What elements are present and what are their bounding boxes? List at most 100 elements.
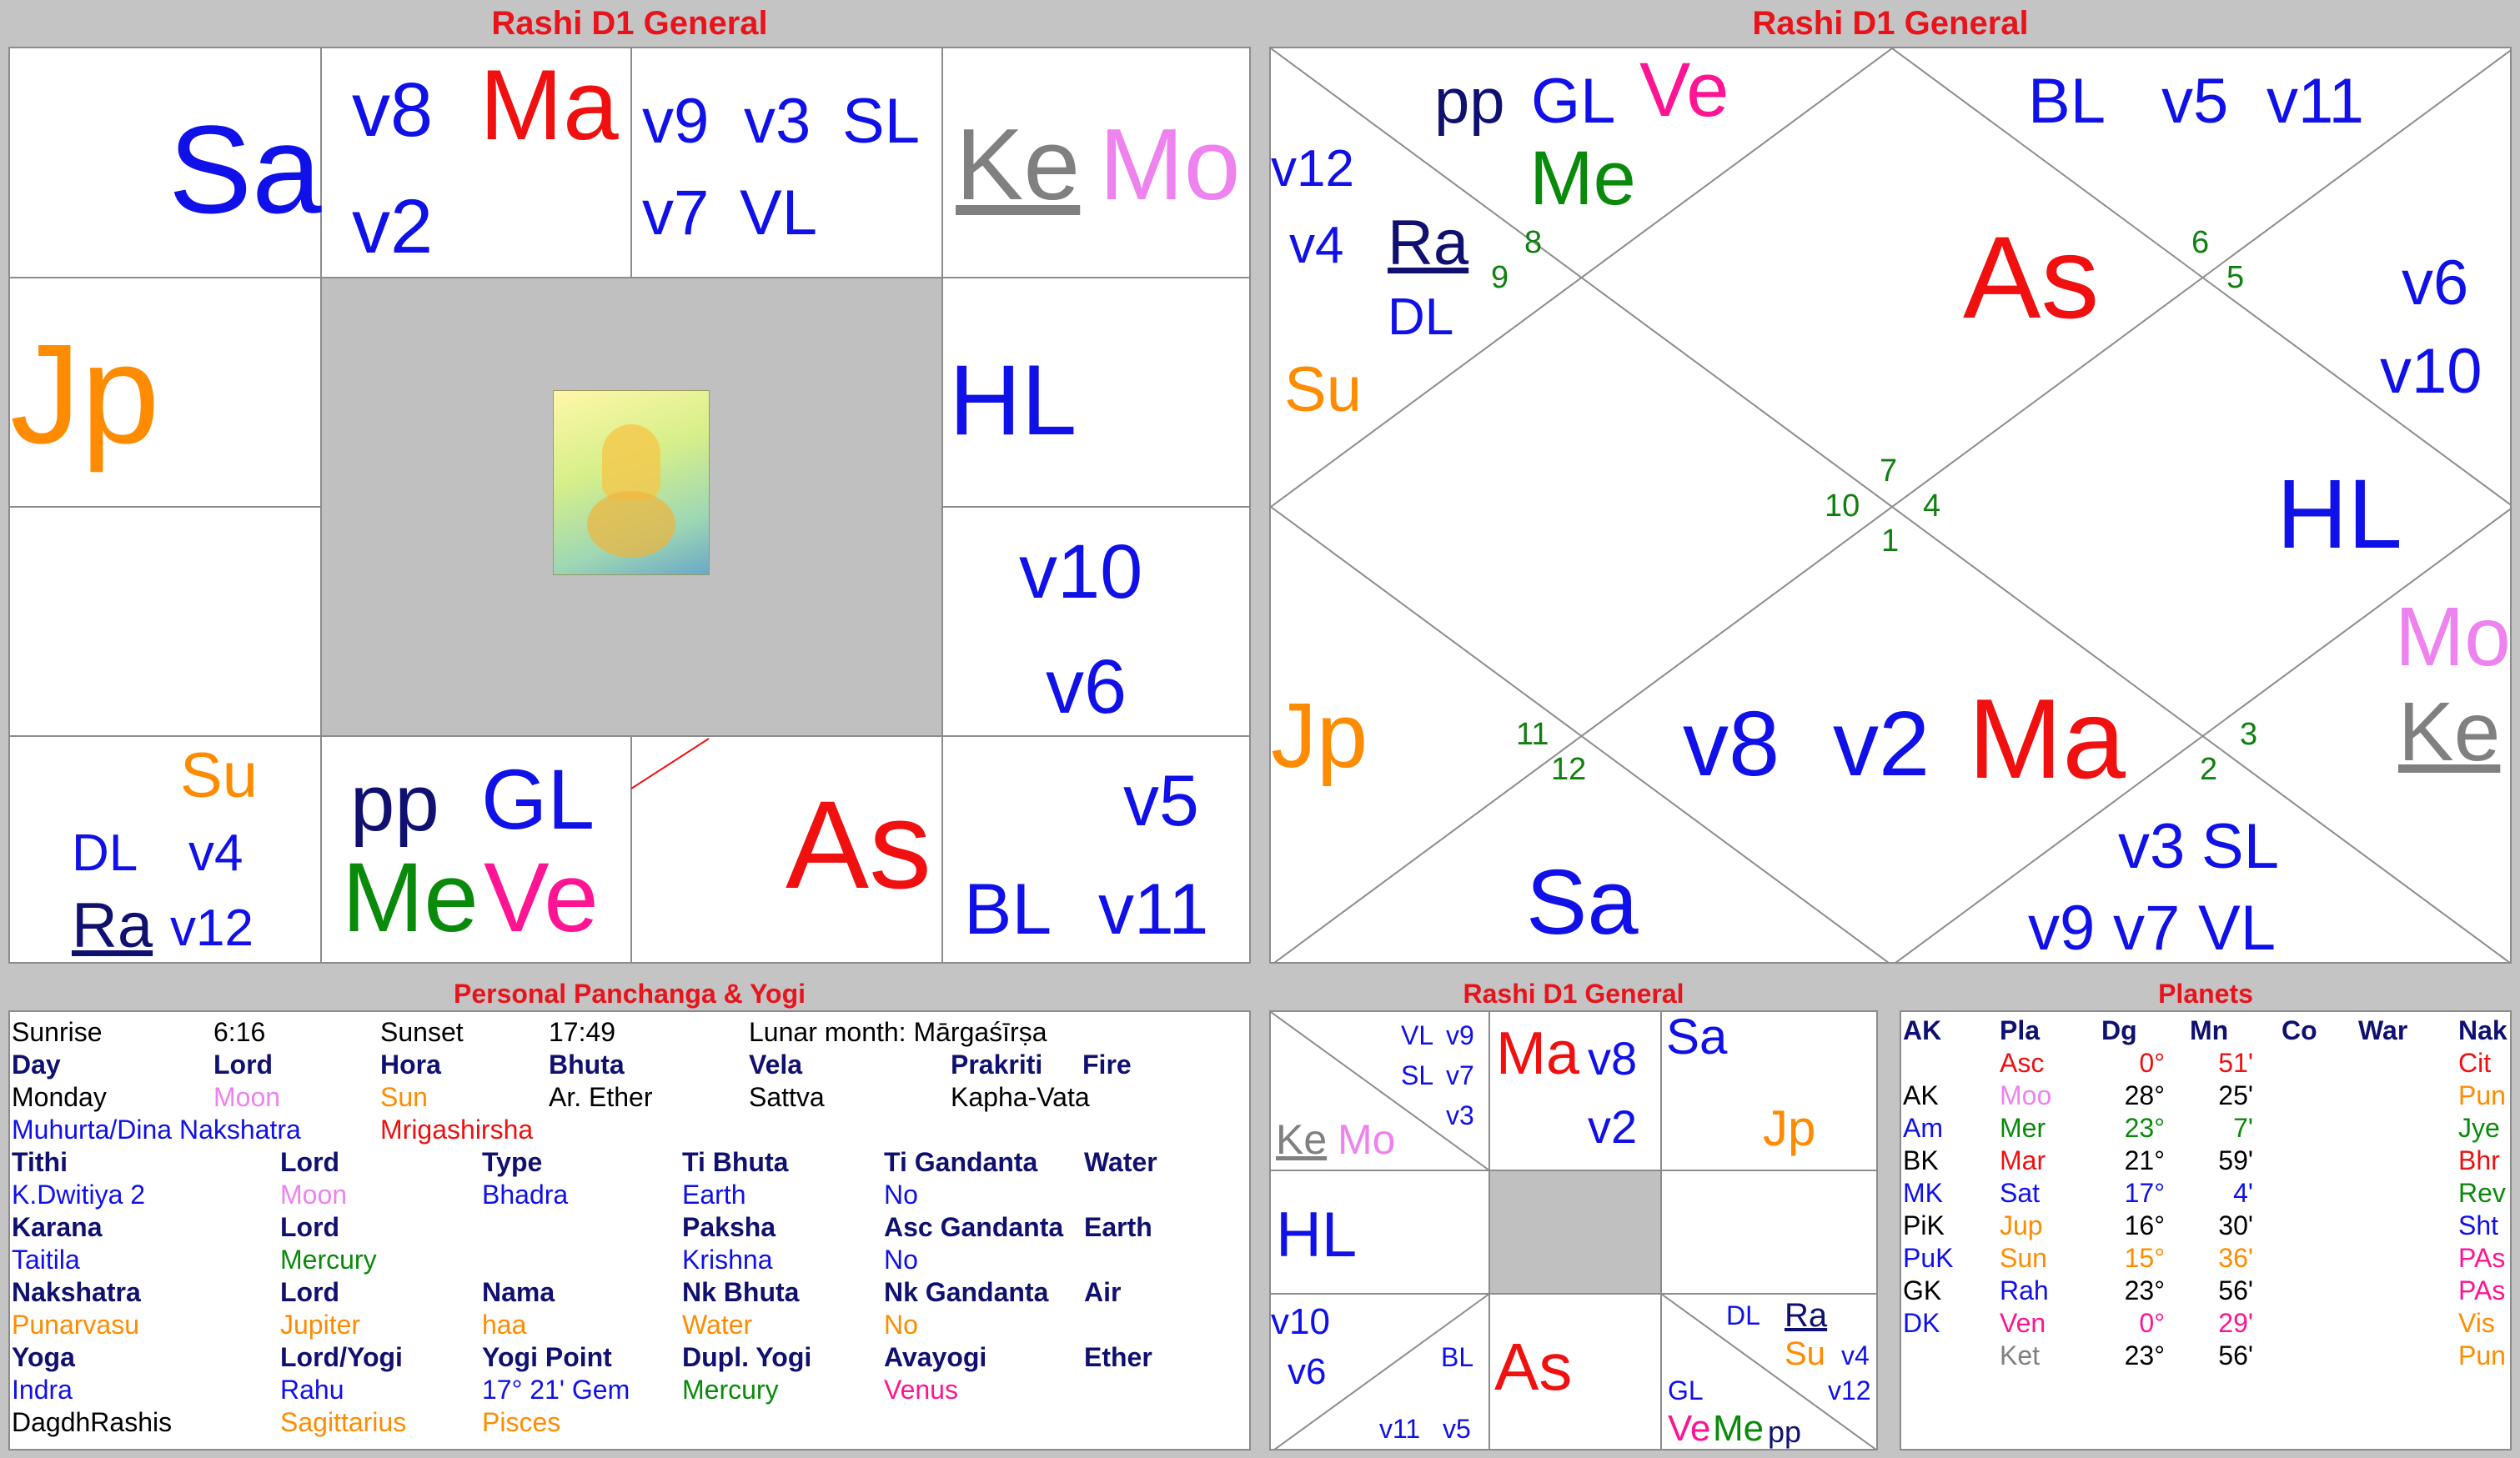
- water-label: Water: [1084, 1147, 1157, 1177]
- earth-label: Earth: [1084, 1212, 1152, 1242]
- north-me: Me: [1529, 136, 1636, 221]
- dupl-yogi-value: Mercury: [682, 1375, 779, 1405]
- lagna-v5: v5: [1123, 761, 1199, 841]
- tithi-lord-value: Moon: [280, 1180, 348, 1210]
- ti-bhuta-label: Ti Bhuta: [682, 1147, 789, 1177]
- header-ak: AK: [1903, 1015, 1942, 1045]
- ti-gandanta-label: Ti Gandanta: [884, 1147, 1038, 1177]
- tithi-label: Tithi: [12, 1147, 68, 1177]
- small-sa: Sa: [1666, 1010, 1728, 1065]
- lagna-vl: VL: [740, 178, 817, 248]
- lagna-v8: v8: [352, 68, 434, 153]
- small-v3: v3: [1446, 1100, 1474, 1130]
- degree-cell: 15°: [2124, 1243, 2165, 1273]
- ti-bhuta-value: Earth: [682, 1180, 746, 1210]
- north-ma: Ma: [1968, 675, 2126, 802]
- minute-cell: 29': [2218, 1308, 2253, 1338]
- small-v8: v8: [1588, 1032, 1638, 1085]
- planet-jp: Jp: [10, 315, 160, 473]
- hora-label: Hora: [380, 1050, 441, 1080]
- north-chart-title: Rashi D1 General: [1752, 5, 2029, 42]
- karaka-cell: PiK: [1903, 1210, 1945, 1240]
- paksha-label: Paksha: [682, 1212, 776, 1242]
- minute-cell: 30': [2218, 1210, 2253, 1240]
- air-label: Air: [1084, 1277, 1122, 1307]
- small-v4: v4: [1841, 1340, 1870, 1370]
- small-me: Me: [1713, 1408, 1765, 1449]
- nakshatra-label: Nakshatra: [12, 1277, 141, 1307]
- small-sl: SL: [1401, 1060, 1434, 1090]
- small-v11: v11: [1379, 1414, 1421, 1444]
- minute-cell: 56': [2218, 1340, 2253, 1370]
- house-number-12: 12: [1551, 752, 1587, 787]
- karana-lord-value: Mercury: [280, 1245, 377, 1275]
- north-ve: Ve: [1639, 48, 1729, 133]
- lagna-bl: BL: [964, 869, 1052, 949]
- small-v12: v12: [1828, 1375, 1871, 1405]
- avayogi-value: Venus: [884, 1375, 958, 1405]
- planet-cell: Ket: [2000, 1340, 2041, 1370]
- north-chart-grid: [1271, 48, 2510, 962]
- day-label: Day: [12, 1050, 61, 1080]
- house-number-7: 7: [1880, 453, 1898, 489]
- planet-ke: Ke: [956, 108, 1081, 221]
- small-bl: BL: [1441, 1342, 1474, 1372]
- small-ra: Ra: [1785, 1297, 1828, 1334]
- panchanga-panel[interactable]: Sunrise 6:16 Sunset 17:49 Lunar month: M…: [8, 1010, 1251, 1450]
- karaka-cell: GK: [1903, 1275, 1942, 1305]
- north-sa: Sa: [1526, 851, 1639, 954]
- north-pp: pp: [1434, 66, 1505, 137]
- lagna-v10: v10: [1019, 529, 1143, 614]
- ti-gandanta-value: No: [884, 1180, 918, 1210]
- dagdh-rashi-2: Pisces: [482, 1407, 561, 1437]
- sunrise-label: Sunrise: [12, 1017, 103, 1047]
- nakshatra-cell: PAs: [2458, 1275, 2506, 1305]
- planet-su: Su: [180, 740, 258, 811]
- degree-cell: 0°: [2139, 1308, 2165, 1338]
- planet-cell: Ven: [2000, 1308, 2046, 1338]
- small-v7: v7: [1446, 1060, 1474, 1090]
- karaka-cell: MK: [1903, 1178, 1943, 1208]
- planet-ra: Ra: [72, 890, 153, 961]
- small-hl: HL: [1276, 1200, 1358, 1270]
- lagna-pp: pp: [350, 759, 439, 848]
- yogi-point-value: 17° 21' Gem: [482, 1375, 630, 1405]
- lagna-v9: v9: [642, 86, 710, 157]
- north-v3: v3: [2118, 811, 2186, 882]
- small-as: As: [1494, 1330, 1573, 1404]
- lagna-as: As: [786, 774, 932, 914]
- planet-cell: Mar: [2000, 1145, 2046, 1175]
- nakshatra-lord-label: Lord: [280, 1277, 340, 1307]
- small-d1-chart[interactable]: VL v9 SL v7 v3 Ke Mo Ma v8 v2 Sa Jp HL v…: [1269, 1010, 1878, 1450]
- small-gl: GL: [1668, 1375, 1704, 1405]
- day-value: Monday: [12, 1082, 107, 1112]
- dagdh-rashi-1: Sagittarius: [280, 1407, 407, 1437]
- lagna-v3: v3: [744, 86, 811, 157]
- north-bl: BL: [2028, 66, 2106, 137]
- ether-label: Ether: [1084, 1342, 1152, 1372]
- sunset-label: Sunset: [380, 1017, 464, 1047]
- lagna-v11: v11: [1098, 869, 1209, 949]
- planet-ma: Ma: [479, 49, 619, 161]
- house-number-6: 6: [2191, 225, 2210, 260]
- lord-yogi-label: Lord/Yogi: [280, 1342, 403, 1372]
- north-v5: v5: [2161, 66, 2229, 137]
- yogi-point-label: Yogi Point: [482, 1342, 612, 1372]
- house-number-2: 2: [2200, 752, 2218, 787]
- north-indian-chart[interactable]: As pp GL Ve Me v12 v4 Ra DL Su BL v5 v11…: [1269, 47, 2512, 964]
- north-mo: Mo: [2395, 590, 2511, 684]
- minute-cell: 56': [2218, 1275, 2253, 1305]
- nakshatra-cell: Pun: [2458, 1080, 2506, 1110]
- nk-bhuta-label: Nk Bhuta: [682, 1277, 800, 1307]
- header-war: War: [2358, 1015, 2408, 1045]
- small-su: Su: [1785, 1335, 1825, 1372]
- lagna-v2: v2: [352, 184, 434, 269]
- small-ma: Ma: [1496, 1020, 1580, 1087]
- south-indian-chart[interactable]: Sa v8 Ma v2 v9 v3 SL v7 VL Ke Mo Jp HL v…: [8, 47, 1251, 964]
- asc-gandanta-label: Asc Gandanta: [884, 1212, 1064, 1242]
- planets-title: Planets: [2158, 979, 2253, 1009]
- karaka-cell: DK: [1903, 1308, 1940, 1338]
- karana-label: Karana: [12, 1212, 103, 1242]
- small-mo: Mo: [1338, 1116, 1396, 1163]
